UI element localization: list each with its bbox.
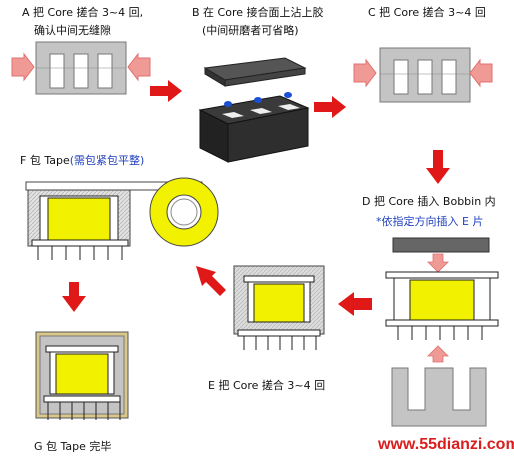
winding [47, 197, 111, 241]
step-g-assembly [35, 331, 129, 420]
arrow-right-icon [127, 52, 151, 82]
arrow-left-icon [11, 52, 35, 82]
step-e-label: E 把 Core 搓合 3~4 回 [208, 379, 326, 392]
step-d-sublabel: *依指定方向插入 E 片 [376, 215, 484, 228]
step-a-label: A 把 Core 搓合 3~4 回, [22, 6, 144, 19]
arrow-right-icon [469, 58, 493, 88]
step-f-label-main: F 包 Tape [20, 154, 70, 167]
arrow-d-to-e-icon [338, 292, 372, 316]
arrow-up-icon [427, 345, 449, 363]
arrow-c-to-d-icon [426, 150, 450, 184]
watermark: www.55dianzi.com [378, 436, 514, 453]
step-b-sublabel: (中间研磨者可省略) [202, 24, 299, 37]
arrow-left-icon [353, 58, 377, 88]
step-f-assembly [25, 177, 219, 260]
winding [409, 279, 475, 321]
step-c-core [353, 47, 493, 103]
step-e-assembly [233, 265, 325, 350]
step-a-sublabel: 确认中间无缝隙 [34, 24, 111, 37]
arrow-b-to-c-icon [314, 96, 346, 118]
arrow-f-to-g-icon [62, 282, 86, 312]
arrow-a-to-b-icon [150, 80, 182, 102]
glue-drop-icon [254, 97, 262, 103]
step-f-label-note: (需包紧包平整) [69, 154, 145, 167]
step-b-label: B 在 Core 接合面上沾上胶 [192, 6, 324, 19]
winding [253, 283, 305, 323]
step-f-label: F 包 Tape(需包紧包平整) [20, 154, 144, 168]
step-c-label: C 把 Core 搓合 3~4 回 [368, 6, 486, 19]
step-d-label: D 把 Core 插入 Bobbin 内 [362, 195, 496, 208]
arrow-e-to-f-icon [196, 266, 226, 296]
glue-drop-icon [284, 92, 292, 98]
arrow-down-icon [427, 253, 449, 273]
glue-drop-icon [224, 101, 232, 107]
step-b-core-3d [198, 57, 310, 163]
winding [55, 353, 109, 395]
step-g-label: G 包 Tape 完毕 [34, 440, 112, 453]
step-a-core [11, 41, 151, 95]
step-d-assembly [385, 237, 499, 427]
